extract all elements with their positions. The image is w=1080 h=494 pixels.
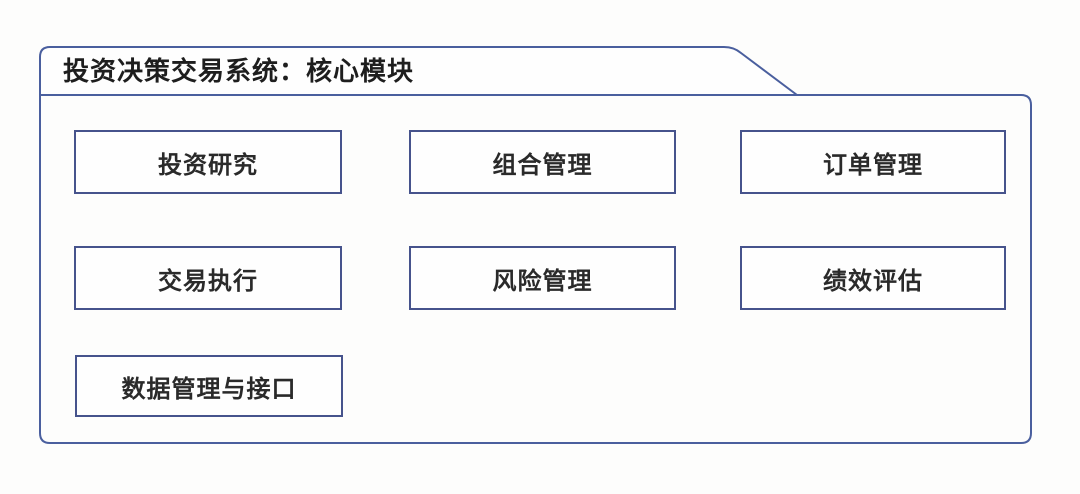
module-box-order-management: 订单管理 (740, 130, 1006, 194)
folder-tab-outline (39, 46, 798, 96)
module-label: 风险管理 (492, 267, 593, 295)
module-label: 绩效评估 (823, 267, 923, 295)
folder-body-outline (39, 94, 1032, 444)
module-label: 订单管理 (823, 151, 923, 179)
module-label: 组合管理 (492, 151, 593, 179)
module-box-performance-evaluation: 绩效评估 (740, 246, 1006, 310)
module-label: 数据管理与接口 (121, 375, 297, 403)
module-box-portfolio-management: 组合管理 (409, 130, 676, 194)
module-box-data-management-and-interface: 数据管理与接口 (75, 355, 343, 417)
module-label: 投资研究 (158, 151, 258, 179)
module-label: 交易执行 (158, 267, 258, 295)
diagram-title: 投资决策交易系统：核心模块 (63, 56, 415, 86)
module-box-trade-execution: 交易执行 (74, 246, 342, 310)
module-box-investment-research: 投资研究 (74, 130, 342, 194)
module-box-risk-management: 风险管理 (409, 246, 676, 310)
